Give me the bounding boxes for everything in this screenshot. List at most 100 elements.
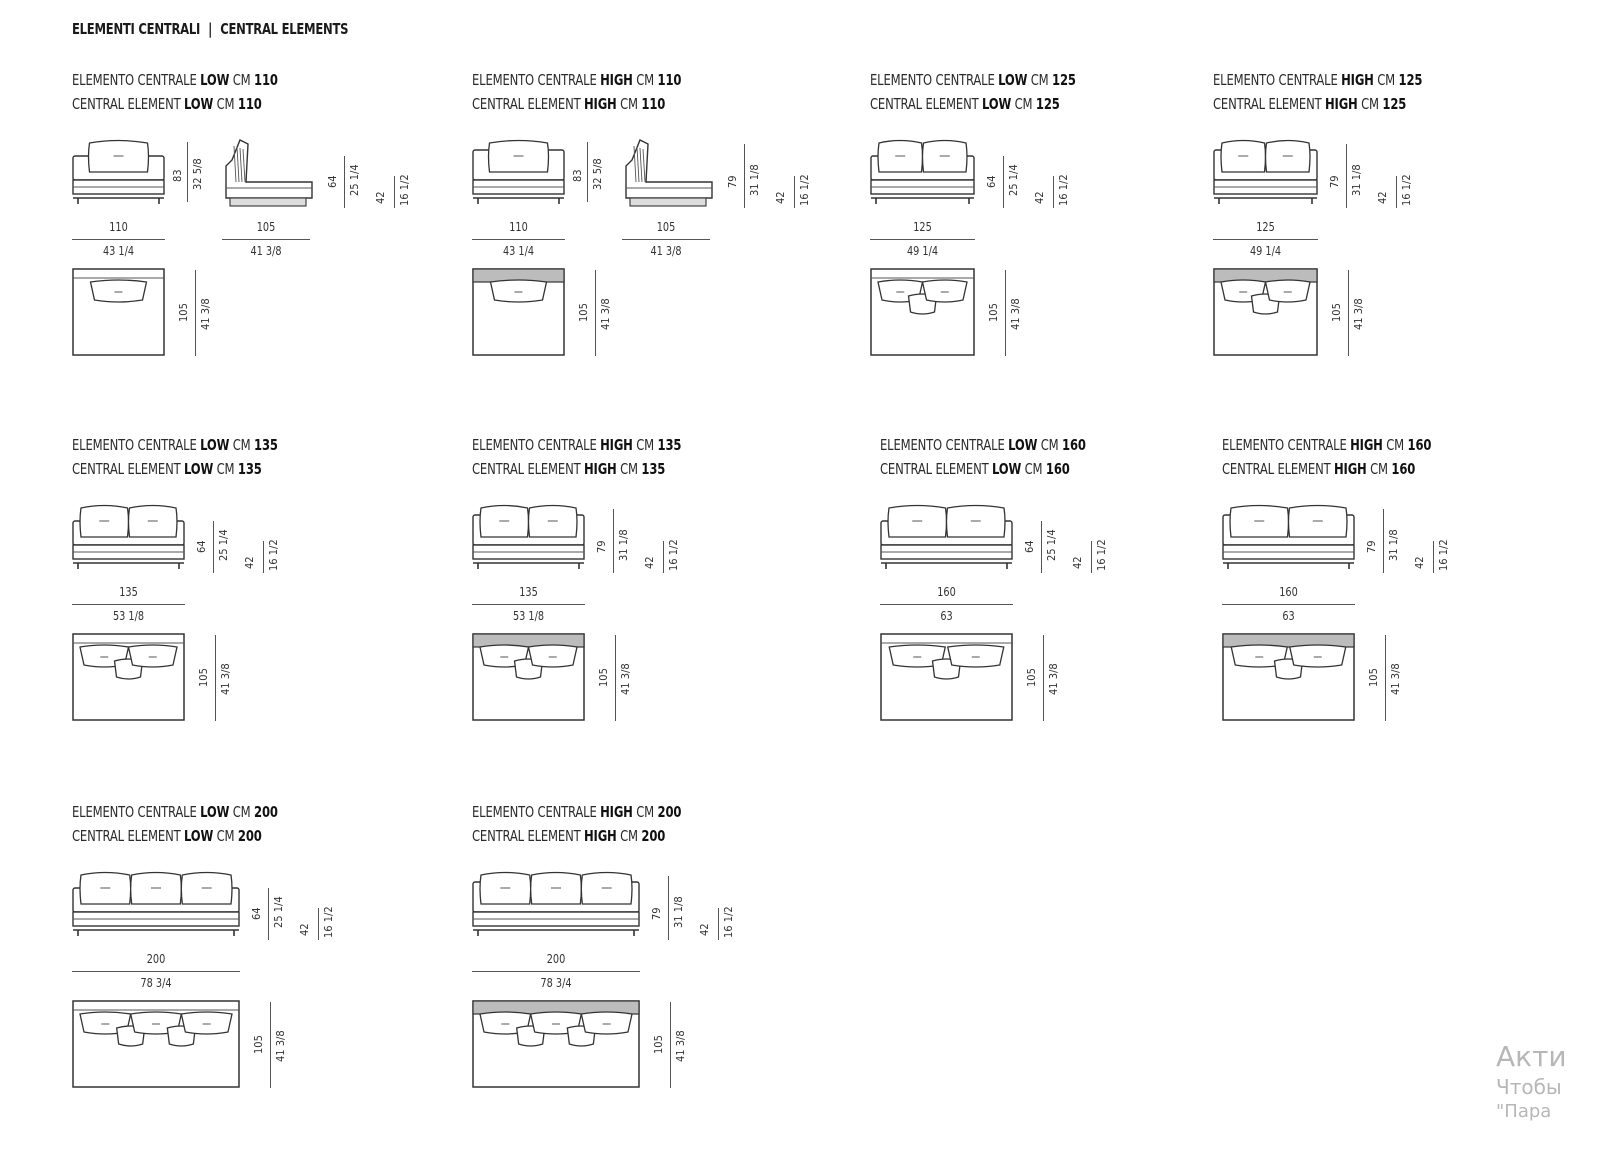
width-dimension-line <box>72 239 165 240</box>
element-title-it: ELEMENTO CENTRALE LOW CM 110 <box>72 68 364 92</box>
seat-height-line <box>794 176 795 208</box>
cushion-front <box>79 504 130 538</box>
front-height-line <box>187 142 188 202</box>
seat-height-in: 16 1/2 <box>667 539 680 571</box>
title-unit: CM <box>216 827 235 845</box>
width-in: 43 1/4 <box>102 244 135 258</box>
title-size: 135 <box>254 436 278 454</box>
title-type: LOW <box>184 460 214 478</box>
back-height-in: 25 1/4 <box>217 529 230 561</box>
title-type: LOW <box>200 71 230 89</box>
title-unit: CM <box>1014 95 1033 113</box>
back-height-line <box>1346 144 1347 208</box>
cushion-front <box>580 871 633 905</box>
width-in: 53 1/8 <box>112 609 145 623</box>
width-in: 49 1/4 <box>1249 244 1282 258</box>
front-elevation-drawing <box>880 504 1013 569</box>
width-in: 78 3/4 <box>540 976 572 990</box>
depth-dimension-line <box>670 1002 671 1088</box>
element-title-it: ELEMENTO CENTRALE LOW CM 125 <box>870 68 1162 92</box>
depth-cm: 105 <box>1025 668 1038 687</box>
title-size: 125 <box>1035 95 1060 113</box>
title-unit: CM <box>1361 95 1379 113</box>
title-unit: CM <box>636 803 655 821</box>
title-prefix: CENTRAL ELEMENT <box>472 95 581 113</box>
width-cm: 125 <box>1256 220 1275 234</box>
cushion-front <box>1264 139 1311 173</box>
cushion-front <box>479 504 530 538</box>
title-prefix: ELEMENTO CENTRALE <box>72 71 197 89</box>
front-elevation-drawing <box>72 139 165 204</box>
seat-height-cm: 42 <box>298 923 311 936</box>
title-prefix: ELEMENTO CENTRALE <box>472 803 597 821</box>
seat-height-in: 16 1/2 <box>267 539 280 571</box>
back-height-line <box>268 888 269 940</box>
seat-height-line <box>718 908 719 940</box>
seat-height-line <box>1053 176 1054 208</box>
title-size: 200 <box>641 827 666 845</box>
back-height-line <box>1041 521 1042 573</box>
seat-height-in: 16 1/2 <box>798 174 811 206</box>
seat-height-line <box>263 541 264 573</box>
seat-height-cm: 42 <box>1033 191 1046 204</box>
width-cm: 160 <box>937 585 956 599</box>
title-type: LOW <box>998 71 1028 89</box>
cushion-front <box>1287 504 1348 538</box>
depth-dimension-line <box>215 635 216 721</box>
cushion-plan <box>489 279 548 303</box>
title-size: 160 <box>1391 460 1416 478</box>
depth-dimension-line <box>595 270 596 356</box>
title-size: 200 <box>657 803 682 821</box>
seat-height-line <box>394 176 395 208</box>
element-title-en: CENTRAL ELEMENT LOW CM 135 <box>72 457 364 481</box>
back-height-line <box>1383 509 1384 573</box>
plan-view-drawing <box>72 633 185 721</box>
plan-view-drawing <box>1222 633 1355 721</box>
title-unit: CM <box>232 71 251 89</box>
width-cm: 125 <box>913 220 932 234</box>
back-height-line <box>613 509 614 573</box>
plan-view-drawing <box>72 268 165 356</box>
element-title-en: CENTRAL ELEMENT LOW CM 160 <box>880 457 1172 481</box>
cushion-front <box>127 504 178 538</box>
seat-height-in: 16 1/2 <box>398 174 411 206</box>
back-height-cm: 79 <box>595 540 608 553</box>
title-size: 135 <box>237 460 262 478</box>
depth-dimension-line <box>1348 270 1349 356</box>
cushion-plan <box>1288 644 1347 668</box>
title-type: HIGH <box>600 71 633 89</box>
back-height-cm: 64 <box>1023 540 1036 553</box>
back-height-cm: 64 <box>250 907 263 920</box>
title-size: 125 <box>1398 71 1423 89</box>
width-in: 63 <box>940 609 953 623</box>
watermark-line-2: Чтобы <box>1496 1075 1562 1099</box>
plan-view-drawing <box>472 633 585 721</box>
back-height-cm: 79 <box>1365 540 1378 553</box>
front-height-line <box>587 142 588 202</box>
side-width-cm: 105 <box>256 220 276 234</box>
back-height-line <box>344 156 345 208</box>
watermark-line-3: "Пара <box>1496 1101 1552 1122</box>
depth-dimension-line <box>195 270 196 356</box>
title-prefix: CENTRAL ELEMENT <box>472 827 581 845</box>
depth-cm: 105 <box>597 668 610 687</box>
depth-in: 41 3/8 <box>274 1030 287 1062</box>
title-size: 135 <box>657 436 682 454</box>
depth-dimension-line <box>615 635 616 721</box>
title-unit: CM <box>636 71 655 89</box>
depth-dimension-line <box>1005 270 1006 356</box>
depth-cm: 105 <box>177 303 190 322</box>
seat-height-line <box>1433 541 1434 573</box>
title-unit: CM <box>1370 460 1388 478</box>
element-title-en: CENTRAL ELEMENT HIGH CM 135 <box>472 457 764 481</box>
cushion-plan <box>946 644 1005 668</box>
width-cm: 200 <box>146 952 166 966</box>
back-height-cm: 79 <box>726 175 739 188</box>
cushion-plan <box>180 1011 233 1035</box>
front-elevation-drawing <box>1222 504 1355 569</box>
title-unit: CM <box>620 827 638 845</box>
element-title-en: CENTRAL ELEMENT HIGH CM 125 <box>1213 92 1505 116</box>
back-height-cm: 64 <box>326 175 339 188</box>
